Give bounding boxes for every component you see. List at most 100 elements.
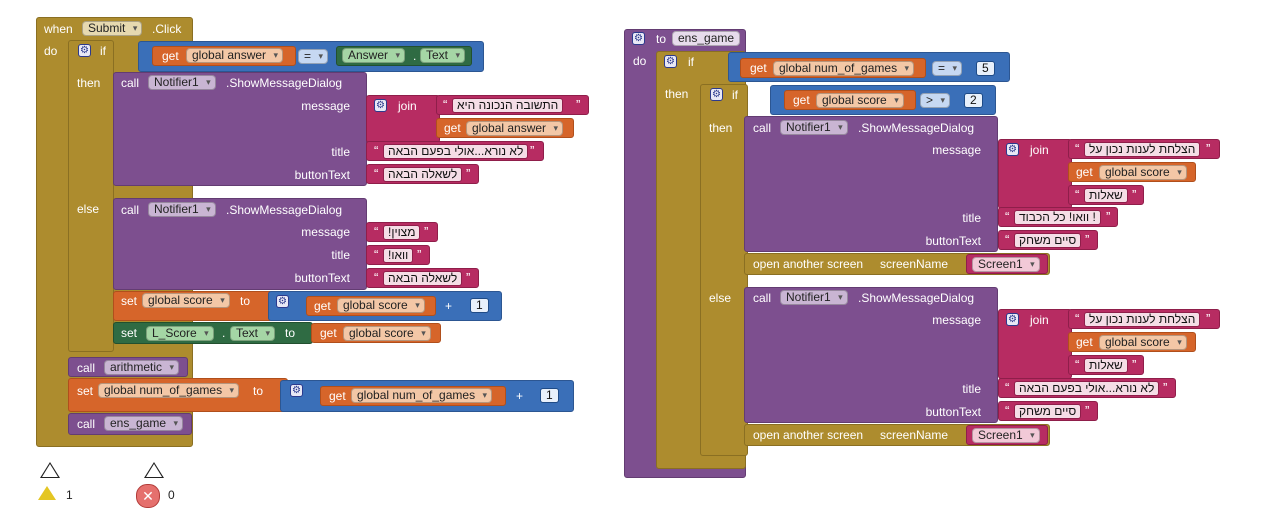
join-label: join — [1030, 313, 1049, 327]
warning-icon[interactable] — [38, 486, 56, 500]
if-label: if — [100, 44, 106, 58]
plus-label: + — [516, 389, 524, 403]
text-value[interactable]: הצלחת לענות נכון על — [1084, 312, 1201, 327]
variable-dropdown[interactable]: global answer — [466, 121, 564, 136]
message-label: message — [932, 313, 981, 327]
when-label: when — [44, 22, 73, 36]
component-dropdown[interactable]: Answer — [342, 48, 406, 63]
variable-dropdown[interactable]: global score — [1099, 165, 1187, 180]
if-label: if — [732, 88, 738, 102]
then-label: then — [709, 121, 733, 135]
text-value[interactable]: לשאלה הבאה — [383, 167, 463, 182]
gear-icon[interactable]: ⚙ — [78, 44, 91, 57]
set-label: set — [121, 326, 138, 340]
notifier-dropdown[interactable]: Notifier1 — [780, 290, 848, 305]
title-label: title — [331, 248, 350, 262]
variable-dropdown[interactable]: global num_of_games — [773, 61, 915, 76]
collapse-errors-icon[interactable] — [144, 462, 164, 478]
gear-icon[interactable]: ⚙ — [710, 88, 723, 101]
plus-label: + — [445, 299, 453, 313]
method-label: .ShowMessageDialog — [858, 121, 975, 135]
procedure-dropdown[interactable]: ens_game — [104, 416, 184, 431]
gear-icon[interactable]: ⚙ — [374, 99, 387, 112]
variable-dropdown[interactable]: global num_of_games — [98, 383, 240, 398]
number-value[interactable]: 1 — [470, 298, 489, 313]
method-label: .ShowMessageDialog — [226, 203, 343, 217]
error-icon[interactable]: ✕ — [136, 484, 160, 508]
get-label: get — [1076, 335, 1093, 349]
else-label: else — [709, 291, 732, 305]
screen-dropdown[interactable]: Screen1 — [972, 257, 1040, 272]
text-value[interactable]: שאלות — [1084, 188, 1128, 203]
text-value[interactable]: לא נורא...אולי בפעם הבאה — [383, 144, 529, 159]
get-label: get — [329, 389, 346, 403]
buttontext-label: buttonText — [294, 168, 350, 182]
text-value[interactable]: סיים משחק — [1014, 233, 1082, 248]
gear-icon[interactable]: ⚙ — [1006, 313, 1019, 326]
text-value[interactable]: התשובה הנכונה היא — [452, 98, 564, 113]
gear-icon[interactable]: ⚙ — [276, 295, 289, 308]
to-label: to — [656, 32, 667, 46]
title-label: title — [962, 211, 981, 225]
get-label: get — [314, 299, 331, 313]
inner-if-block[interactable] — [700, 84, 748, 456]
procedure-dropdown[interactable]: arithmetic — [104, 360, 180, 375]
notifier-call-then[interactable] — [744, 116, 998, 252]
then-label: then — [77, 76, 101, 90]
component-dropdown[interactable]: L_Score — [146, 326, 214, 341]
variable-dropdown[interactable]: global score — [337, 298, 425, 313]
collapse-warnings-icon[interactable] — [40, 462, 60, 478]
screenname-label: screenName — [880, 257, 949, 271]
text-value[interactable]: סיים משחק — [1014, 404, 1082, 419]
set-label: set — [77, 384, 94, 398]
message-label: message — [932, 143, 981, 157]
text-value[interactable]: ! וואו! כל הכבוד — [1014, 210, 1101, 225]
number-value[interactable]: 2 — [964, 93, 983, 108]
get-label: get — [162, 49, 179, 63]
text-value[interactable]: מצוין! — [383, 225, 421, 240]
text-value[interactable]: הצלחת לענות נכון על — [1084, 142, 1201, 157]
screen-dropdown[interactable]: Screen1 — [972, 428, 1040, 443]
call-label: call — [753, 291, 772, 305]
notifier-dropdown[interactable]: Notifier1 — [148, 202, 216, 217]
variable-dropdown[interactable]: global score — [142, 293, 230, 308]
if-frame[interactable] — [68, 40, 114, 352]
get-label: get — [750, 61, 767, 75]
buttontext-label: buttonText — [294, 271, 350, 285]
number-value[interactable]: 1 — [540, 388, 559, 403]
join-label: join — [1030, 143, 1049, 157]
gear-icon[interactable]: ⚙ — [1006, 143, 1019, 156]
notifier-dropdown[interactable]: Notifier1 — [148, 75, 216, 90]
operator-dropdown[interactable]: = — [932, 61, 963, 76]
gear-icon[interactable]: ⚙ — [632, 32, 645, 45]
error-count: 0 — [168, 488, 175, 502]
get-label: get — [444, 121, 461, 135]
variable-dropdown[interactable]: global num_of_games — [351, 388, 493, 403]
variable-dropdown[interactable]: global score — [1099, 335, 1187, 350]
event-name-label: .Click — [152, 22, 182, 36]
set-label: set — [121, 294, 138, 308]
message-label: message — [301, 99, 350, 113]
number-value[interactable]: 5 — [976, 61, 995, 76]
text-value[interactable]: לשאלה הבאה — [383, 271, 463, 286]
event-component-dropdown[interactable]: Submit — [82, 21, 143, 36]
text-value[interactable]: שאלות — [1084, 358, 1128, 373]
property-dropdown[interactable]: Text — [230, 326, 276, 341]
variable-dropdown[interactable]: global score — [343, 326, 431, 341]
procedure-name-field[interactable]: ens_game — [672, 31, 741, 46]
property-dropdown[interactable]: Text — [420, 48, 466, 63]
operator-dropdown[interactable]: > — [920, 93, 951, 108]
notifier-dropdown[interactable]: Notifier1 — [780, 120, 848, 135]
variable-dropdown[interactable]: global answer — [186, 48, 284, 63]
text-value[interactable]: וואו! — [383, 248, 414, 263]
to-label: to — [253, 384, 264, 398]
operator-dropdown[interactable]: = — [298, 49, 329, 64]
text-value[interactable]: לא נורא...אולי בפעם הבאה — [1014, 381, 1160, 396]
variable-dropdown[interactable]: global score — [816, 93, 904, 108]
notifier-call-else[interactable] — [744, 287, 998, 423]
gear-icon[interactable]: ⚙ — [664, 55, 677, 68]
gear-icon[interactable]: ⚙ — [290, 384, 303, 397]
method-label: .ShowMessageDialog — [226, 76, 343, 90]
call-label: call — [77, 417, 96, 431]
call-label: call — [121, 203, 140, 217]
